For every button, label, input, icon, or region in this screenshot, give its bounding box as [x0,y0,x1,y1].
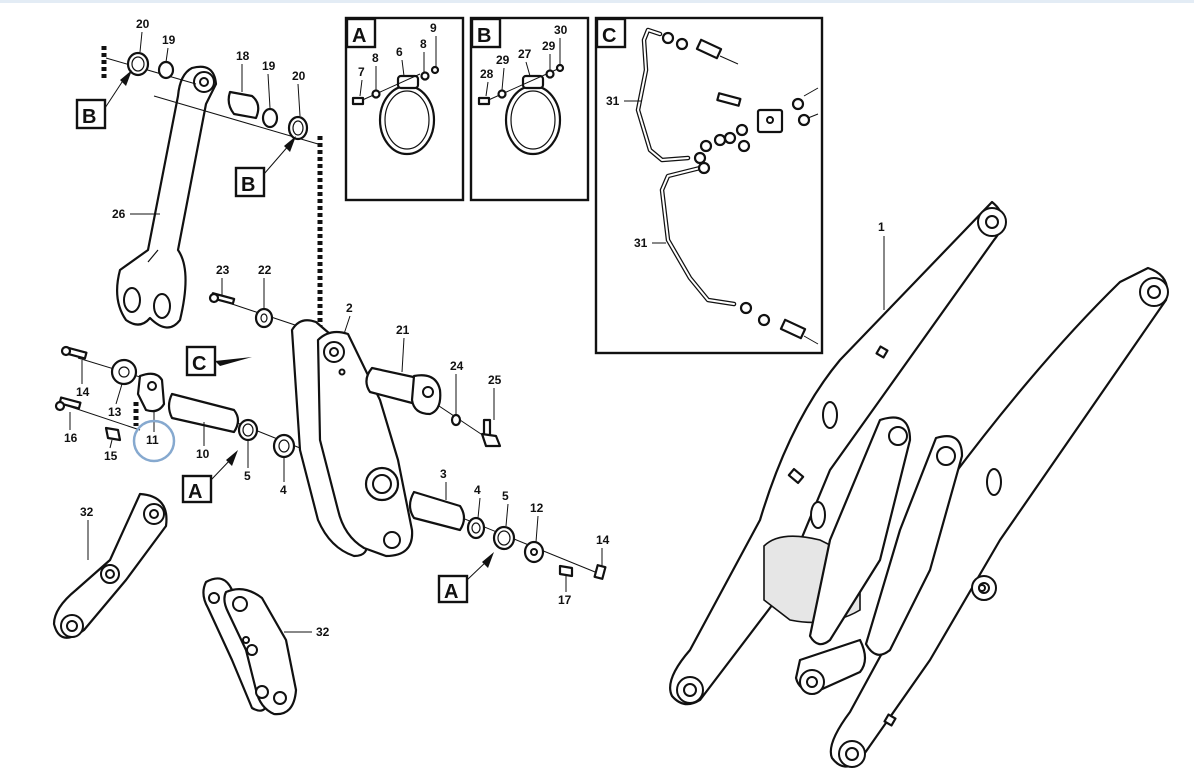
top-border [0,0,1194,3]
callout-16: 16 [64,431,78,445]
callout-11: 11 [146,433,159,447]
washer-bolt-24-25: 24 25 [450,359,502,448]
callout-28: 28 [480,67,494,81]
pivot-cluster-right: 3 4 5 12 14 17 [408,467,610,607]
ref-c: C [185,345,252,377]
washers-upper: 20 19 18 19 20 [126,17,309,141]
detail-box-c: C [594,16,824,355]
callout-25: 25 [488,373,502,387]
svg-text:B: B [241,174,255,196]
ref-a-1: A [181,450,238,504]
callout-17: 17 [558,593,572,607]
callout-8-a2: 8 [420,37,427,51]
callout-32-left: 32 [80,505,94,519]
link-arm-part-26: 26 [112,65,218,329]
pivot-cluster-left: 14 13 16 15 11 10 5 4 [54,345,296,497]
callout-32-right: 32 [316,625,330,639]
callout-20-right: 20 [292,69,306,83]
bellcrank-part-2: 2 [290,301,414,558]
callout-6: 6 [396,45,403,59]
callout-29-b1: 29 [496,53,510,67]
ref-a-2: A [437,552,494,604]
detail-box-c-label: C [602,25,616,47]
callout-29-b2: 29 [542,39,556,53]
callout-2: 2 [346,301,353,315]
ref-b-1: B [75,70,132,130]
svg-text:A: A [444,581,458,603]
detail-box-b: B [469,16,590,202]
svg-text:A: A [188,481,202,503]
callout-5-right: 5 [502,489,509,503]
callout-19-left: 19 [162,33,176,47]
callout-9: 9 [430,21,437,35]
callout-21: 21 [396,323,410,337]
callout-31-upper: 31 [606,94,620,108]
callout-5-left: 5 [244,469,251,483]
callout-14-right: 14 [596,533,610,547]
callout-13: 13 [108,405,122,419]
callout-7: 7 [358,65,365,79]
callout-14-left: 14 [76,385,90,399]
callout-22: 22 [258,263,272,277]
ref-b-2: B [234,136,296,198]
callout-30: 30 [554,23,568,37]
detail-box-a: A [344,16,465,202]
callout-3: 3 [440,467,447,481]
callout-31-lower: 31 [634,236,648,250]
detail-b-callouts: 28 29 27 29 30 [480,23,568,97]
svg-text:C: C [192,353,206,375]
link-part-32-right: 32 [202,577,330,716]
callout-4-right: 4 [474,483,481,497]
callout-1: 1 [878,220,885,234]
callout-10: 10 [196,447,210,461]
svg-text:B: B [82,106,96,128]
callout-8-a: 8 [372,51,379,65]
callout-24: 24 [450,359,464,373]
pin-part-21: 21 [365,323,442,416]
detail-a-callouts: 8 7 6 8 9 [358,21,437,97]
detail-box-b-label: B [477,25,491,47]
callout-27: 27 [518,47,532,61]
callout-12: 12 [530,501,544,515]
bolt-washer-23-22: 23 22 [208,263,274,329]
lift-arm-part-1: 1 [669,200,1169,768]
highlight-ring-11 [132,419,176,463]
callout-23: 23 [216,263,230,277]
callout-4-left: 4 [280,483,287,497]
detail-box-a-label: A [352,25,366,47]
callout-26: 26 [112,207,126,221]
callout-18: 18 [236,49,250,63]
callout-20-left: 20 [136,17,150,31]
callout-19-right: 19 [262,59,276,73]
link-part-32-left: 32 [52,492,168,639]
callout-15: 15 [104,449,118,463]
